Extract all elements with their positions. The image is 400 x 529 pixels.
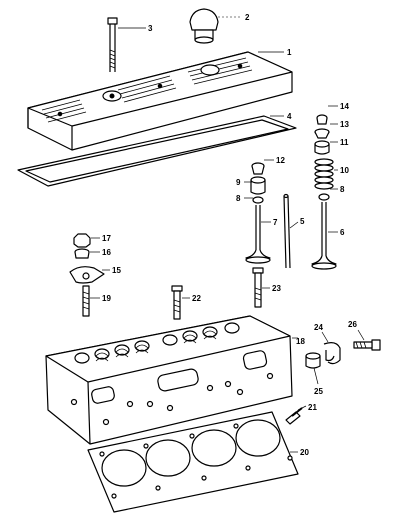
clamp-icon	[323, 342, 341, 365]
valve-cover-icon	[27, 51, 293, 151]
cylinder-head-icon	[45, 315, 293, 445]
spring-retainer-icon	[314, 128, 330, 139]
callout-14: 14	[340, 102, 349, 111]
callout-16: 16	[102, 248, 111, 257]
callout-1: 1	[287, 48, 292, 57]
callout-18: 18	[296, 337, 305, 346]
callout-6: 6	[340, 228, 345, 237]
valve-spring-icon	[314, 158, 334, 190]
callout-8: 8	[236, 194, 241, 203]
bolt-icon	[353, 339, 381, 351]
head-bolt-icon	[171, 285, 183, 320]
callout-11: 11	[340, 138, 349, 147]
valve-cap-icon	[251, 162, 265, 175]
exhaust-valve-icon	[311, 202, 337, 270]
callout-7: 7	[273, 218, 278, 227]
bolt-icon	[107, 17, 118, 72]
callout-20: 20	[300, 448, 309, 457]
callout-12: 12	[276, 156, 285, 165]
cover-gasket-icon	[17, 115, 297, 187]
spring-cap-icon	[314, 140, 330, 155]
head-gasket-icon	[87, 411, 299, 513]
valve-seal-icon	[250, 176, 266, 195]
callout-24: 24	[314, 323, 323, 332]
spacer-icon	[305, 352, 321, 369]
callout-23: 23	[272, 284, 281, 293]
valve-seal-icon	[252, 196, 264, 204]
callout-9: 9	[236, 178, 241, 187]
callout-8b: 8	[340, 185, 345, 194]
callout-19: 19	[102, 294, 111, 303]
callout-17: 17	[102, 234, 111, 243]
intake-valve-icon	[245, 205, 271, 264]
rocker-nut-icon	[73, 233, 91, 248]
callout-25: 25	[314, 387, 323, 396]
callout-15: 15	[112, 266, 121, 275]
callout-26: 26	[348, 320, 357, 329]
head-bolt-icon	[252, 267, 264, 308]
valve-keys-icon	[316, 114, 328, 125]
oil-fill-cap-icon	[189, 8, 219, 44]
callout-22: 22	[192, 294, 201, 303]
plug-icon	[285, 407, 303, 425]
callout-2: 2	[245, 13, 250, 22]
callout-21: 21	[308, 403, 317, 412]
callout-3: 3	[148, 24, 153, 33]
ball-nut-icon	[74, 248, 90, 259]
rocker-arm-icon	[69, 266, 105, 284]
pushrod-icon	[283, 193, 291, 269]
callout-13: 13	[340, 120, 349, 129]
callout-10: 10	[340, 166, 349, 175]
callout-5: 5	[300, 217, 305, 226]
rocker-stud-icon	[82, 285, 90, 317]
callout-4: 4	[287, 112, 292, 121]
valve-seal-icon	[318, 193, 330, 201]
